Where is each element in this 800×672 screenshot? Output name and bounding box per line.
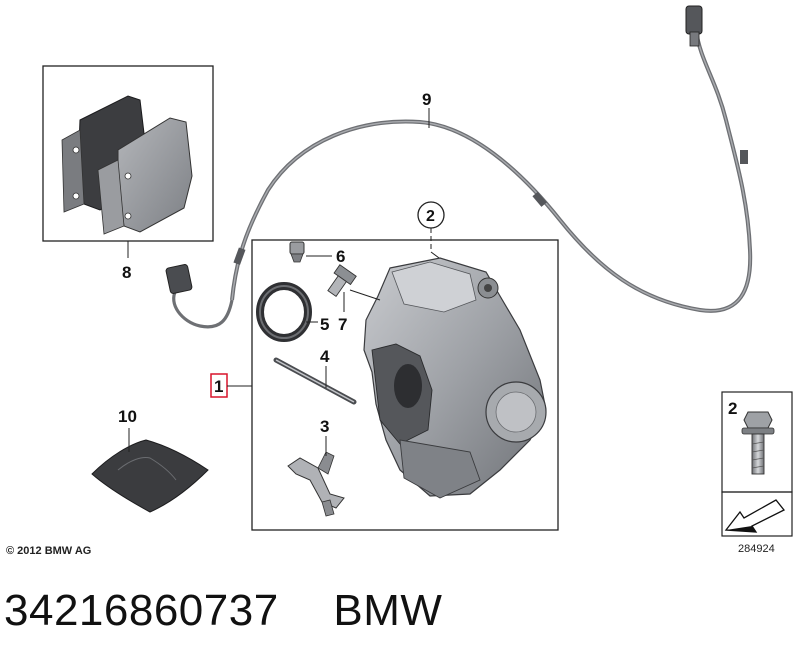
callout-9: 9 — [422, 90, 431, 109]
sensor-probe-lead — [172, 289, 234, 329]
part-5-seal-ring — [256, 282, 312, 342]
legend-bolt-label: 2 — [728, 399, 737, 418]
callout-5: 5 — [320, 315, 329, 334]
copyright-notice: © 2012 BMW AG — [6, 545, 91, 557]
part-3-anti-rattle-spring — [287, 451, 345, 517]
callout-3: 3 — [320, 417, 329, 436]
caliper-frame — [251, 239, 559, 531]
callout-8: 8 — [122, 263, 131, 282]
brake-pads-group: 8 — [42, 65, 214, 282]
callout-4: 4 — [320, 347, 330, 366]
brand-name: BMW — [333, 586, 443, 635]
part-6-bleed-cap — [289, 241, 305, 263]
callout-6: 6 — [336, 247, 345, 266]
legend-symbol-frame — [721, 491, 793, 537]
wear-sensor-group: 9 — [165, 5, 753, 329]
part-4-guide-pin — [273, 357, 357, 405]
sensor-probe-head — [165, 264, 193, 294]
caliper-assembly-group: 1 2 6 7 — [210, 201, 559, 531]
sensor-top-connector — [685, 5, 703, 35]
parts-diagram: 8 9 1 2 — [6, 5, 793, 557]
callout-2: 2 — [426, 208, 435, 225]
wear-sensor-cable — [230, 29, 753, 313]
callout-1: 1 — [214, 377, 223, 396]
part-10-group: 10 — [91, 407, 209, 513]
diagram-number: 284924 — [738, 543, 775, 555]
part-10-illustration — [91, 439, 209, 513]
legend-group: 2 284924 — [721, 391, 793, 555]
callout-10: 10 — [118, 407, 137, 426]
part-7-bleed-screw — [327, 264, 357, 297]
part-number: 34216860737 — [4, 586, 279, 635]
direction-arrow-icon — [724, 499, 786, 533]
bolt-icon — [741, 411, 775, 475]
part-caption: 34216860737 BMW — [4, 586, 442, 636]
callout-7: 7 — [338, 315, 347, 334]
